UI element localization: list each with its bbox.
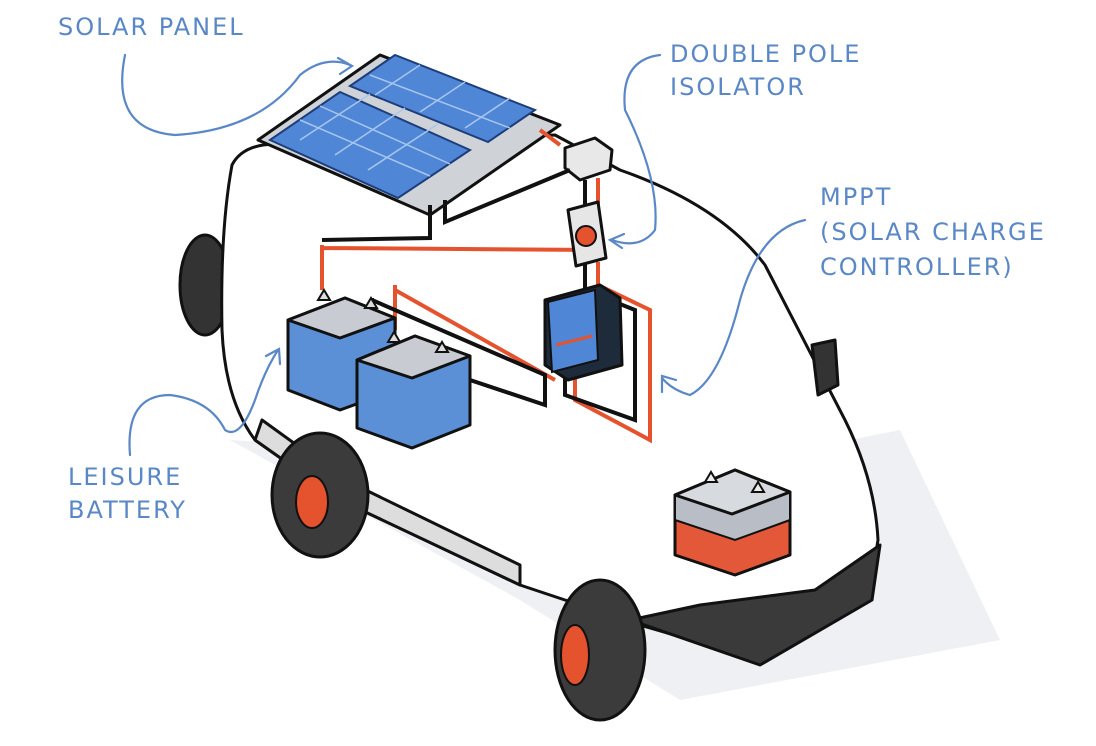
side-mirror xyxy=(810,338,840,397)
positive-wire xyxy=(320,245,601,290)
double-pole-isolator xyxy=(566,200,608,268)
label-isolator-line1: DOUBLE POLE xyxy=(670,40,861,68)
junction-box xyxy=(563,136,614,182)
rear-wheel-hub xyxy=(295,475,329,529)
label-battery-line2: BATTERY xyxy=(68,496,187,524)
panel-grid xyxy=(299,64,511,177)
solar-panel-arrow xyxy=(121,53,355,137)
solar-panels xyxy=(267,53,538,200)
mppt-charge-controller xyxy=(543,283,624,382)
mppt-arrow xyxy=(660,218,807,397)
positive-wire xyxy=(538,128,562,147)
isolator-switch xyxy=(575,225,597,247)
label-solar-panel: SOLAR PANEL xyxy=(58,13,245,41)
starter-battery xyxy=(673,468,792,577)
label-mppt-line1: MPPT xyxy=(820,183,892,211)
negative-wire xyxy=(443,168,571,225)
isolator-arrow xyxy=(607,53,662,250)
label-mppt-line2: (SOLAR CHARGE xyxy=(820,218,1046,246)
front-bumper xyxy=(628,543,882,667)
label-isolator-line2: ISOLATOR xyxy=(670,73,806,101)
negative-wire xyxy=(321,205,432,242)
label-mppt-line3: CONTROLLER) xyxy=(820,253,1014,281)
battery-arrow xyxy=(128,347,282,457)
label-battery-line1: LEISURE xyxy=(68,463,182,491)
front-wheel-hub xyxy=(560,624,590,686)
leisure-battery-2 xyxy=(355,330,472,450)
